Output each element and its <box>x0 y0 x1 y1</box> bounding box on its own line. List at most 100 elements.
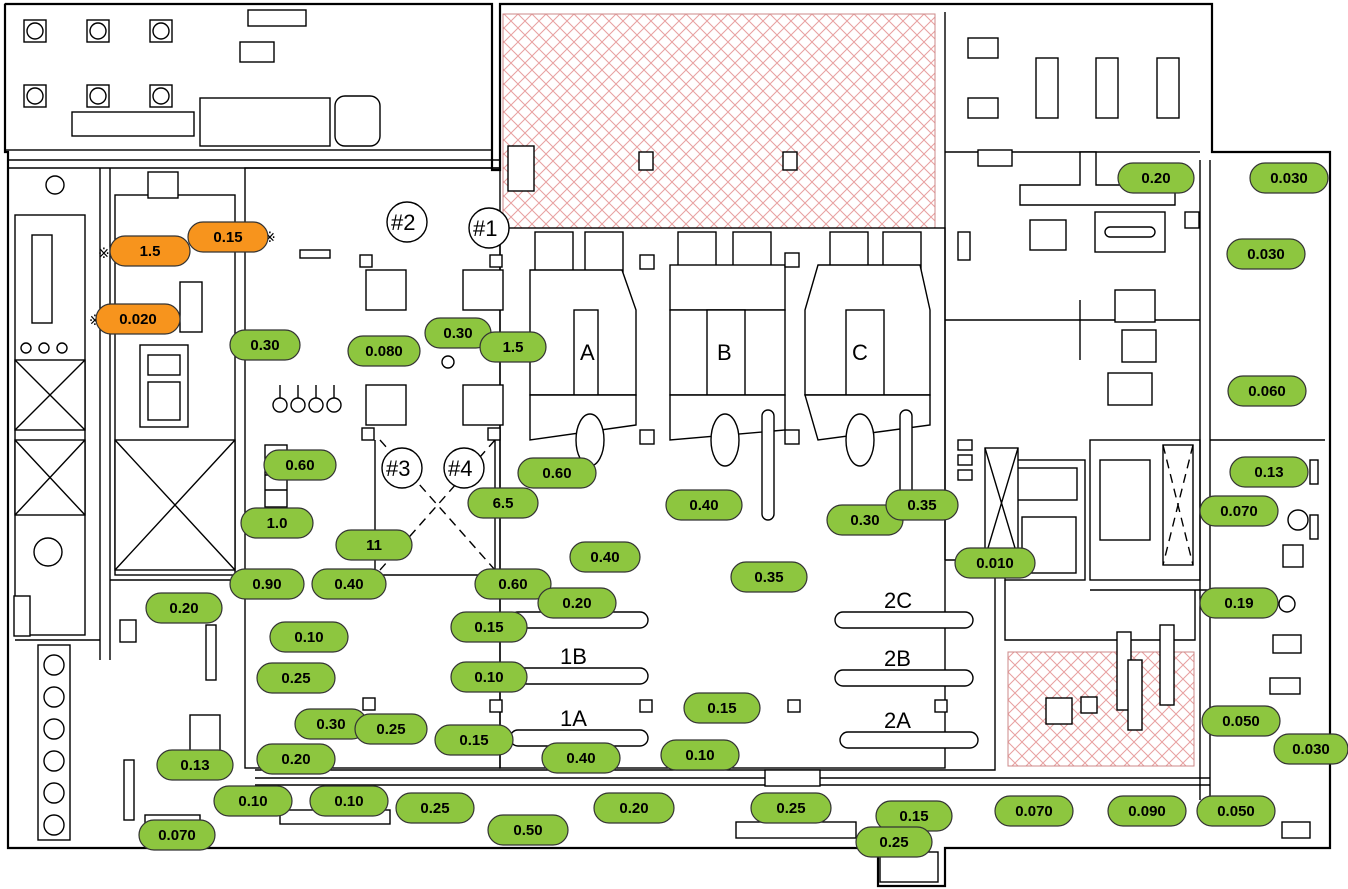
reading-value: 1.5 <box>140 243 161 260</box>
dose-reading-normal: 0.10 <box>309 785 389 817</box>
reading-value: 0.20 <box>562 595 591 612</box>
reading-bubble <box>1273 733 1348 765</box>
reading-bubble <box>487 814 569 846</box>
column-marker <box>782 151 798 171</box>
dose-reading-normal: 0.090 <box>1107 795 1187 827</box>
dose-reading-normal: 0.030 <box>1273 733 1348 765</box>
tank-4-label: #4 <box>448 456 472 481</box>
dose-reading-normal: 0.10 <box>660 739 740 771</box>
left-side-rooms <box>13 171 236 841</box>
dose-reading-normal: 0.070 <box>138 819 216 851</box>
reading-bubble <box>479 331 547 363</box>
reading-bubble <box>1196 795 1276 827</box>
reading-bubble <box>1107 795 1187 827</box>
dose-reading-normal: 0.050 <box>1196 795 1276 827</box>
reading-value: 0.20 <box>169 600 198 617</box>
dose-reading-normal: 0.20 <box>537 587 617 619</box>
dose-reading-normal: 0.15 <box>434 724 514 756</box>
dose-reading-normal: 0.60 <box>263 449 337 481</box>
dose-reading-normal: 0.30 <box>294 708 368 740</box>
reading-bubble <box>240 507 314 539</box>
reading-bubble <box>95 303 181 335</box>
reading-value: 0.40 <box>590 549 619 566</box>
reading-value: 0.13 <box>1254 464 1283 481</box>
reading-value: 0.30 <box>850 512 879 529</box>
reading-value: 0.020 <box>119 311 157 328</box>
reading-value: 0.25 <box>376 721 405 738</box>
dose-reading-normal: 0.25 <box>354 713 428 745</box>
reading-value: 0.10 <box>474 669 503 686</box>
reading-bubble <box>660 739 740 771</box>
reading-value: 0.25 <box>776 800 805 817</box>
reading-value: 0.30 <box>443 325 472 342</box>
reading-value: 0.35 <box>754 569 783 586</box>
reading-value: 0.15 <box>474 619 503 636</box>
reading-bubble <box>517 457 597 489</box>
tank-1-label: #1 <box>473 216 497 241</box>
dose-reading-normal: 0.35 <box>730 561 808 593</box>
dose-reading-normal: 1.0 <box>240 507 314 539</box>
dose-reading-normal: 0.90 <box>229 568 305 600</box>
reading-value: 0.15 <box>213 229 242 246</box>
reading-value: 0.070 <box>158 827 196 844</box>
process-unit-a: A <box>529 231 637 467</box>
reading-bubble <box>474 568 552 600</box>
dose-reading-normal: 0.20 <box>1117 162 1195 194</box>
reading-bubble <box>541 742 621 774</box>
dose-reading-normal: 0.60 <box>517 457 597 489</box>
reading-bubble <box>665 489 743 521</box>
dose-reading-elevated: 1.5 <box>109 235 191 267</box>
note-marker: ※ <box>98 246 110 262</box>
dose-reading-normal: 6.5 <box>467 487 539 519</box>
dose-reading-normal: 0.25 <box>855 826 933 858</box>
reading-bubble <box>450 611 528 643</box>
line-2c-label: 2C <box>884 588 912 613</box>
reading-value: 0.080 <box>365 343 403 360</box>
reading-bubble <box>885 489 959 521</box>
reading-bubble <box>1229 456 1309 488</box>
dose-reading-normal: 0.060 <box>1227 375 1307 407</box>
reading-value: 0.15 <box>899 808 928 825</box>
dose-reading-normal: 1.5 <box>479 331 547 363</box>
dose-reading-normal: 11 <box>335 529 413 561</box>
reading-bubble <box>467 487 539 519</box>
dose-reading-normal: 0.030 <box>1249 162 1329 194</box>
reading-bubble <box>537 587 617 619</box>
reading-value: 0.15 <box>459 732 488 749</box>
dose-reading-normal: 0.050 <box>1201 705 1281 737</box>
dose-reading-normal: 0.010 <box>954 547 1036 579</box>
process-unit-c: C <box>804 231 931 511</box>
reading-bubble <box>335 529 413 561</box>
reading-value: 0.13 <box>180 757 209 774</box>
reading-bubble <box>229 568 305 600</box>
reading-bubble <box>569 541 641 573</box>
reading-value: 0.030 <box>1292 741 1330 758</box>
reading-bubble <box>269 621 349 653</box>
dose-reading-normal: 0.13 <box>1229 456 1309 488</box>
dose-reading-normal: 0.20 <box>145 592 223 624</box>
reading-bubble <box>187 221 269 253</box>
line-2a-label: 2A <box>884 708 911 733</box>
reading-bubble <box>994 795 1074 827</box>
reading-value: 0.19 <box>1224 595 1253 612</box>
reading-bubble <box>1201 705 1281 737</box>
dose-reading-normal: 0.10 <box>213 785 293 817</box>
dose-reading-normal: 0.35 <box>885 489 959 521</box>
reading-value: 11 <box>366 537 382 554</box>
reading-bubble <box>1117 162 1195 194</box>
dose-reading-normal: 0.40 <box>311 568 387 600</box>
reading-value: 0.50 <box>513 822 542 839</box>
reading-bubble <box>683 692 761 724</box>
dose-reading-normal: 0.60 <box>474 568 552 600</box>
reading-value: 0.60 <box>498 576 527 593</box>
reading-bubble <box>593 792 675 824</box>
dose-reading-normal: 0.30 <box>424 317 492 349</box>
reading-value: 0.35 <box>907 497 936 514</box>
reading-value: 0.10 <box>334 793 363 810</box>
reading-value: 6.5 <box>493 495 514 512</box>
unit-a-label: A <box>580 340 595 365</box>
reading-bubble <box>347 335 421 367</box>
tanks: #2 #1 #3 #4 <box>299 201 510 576</box>
